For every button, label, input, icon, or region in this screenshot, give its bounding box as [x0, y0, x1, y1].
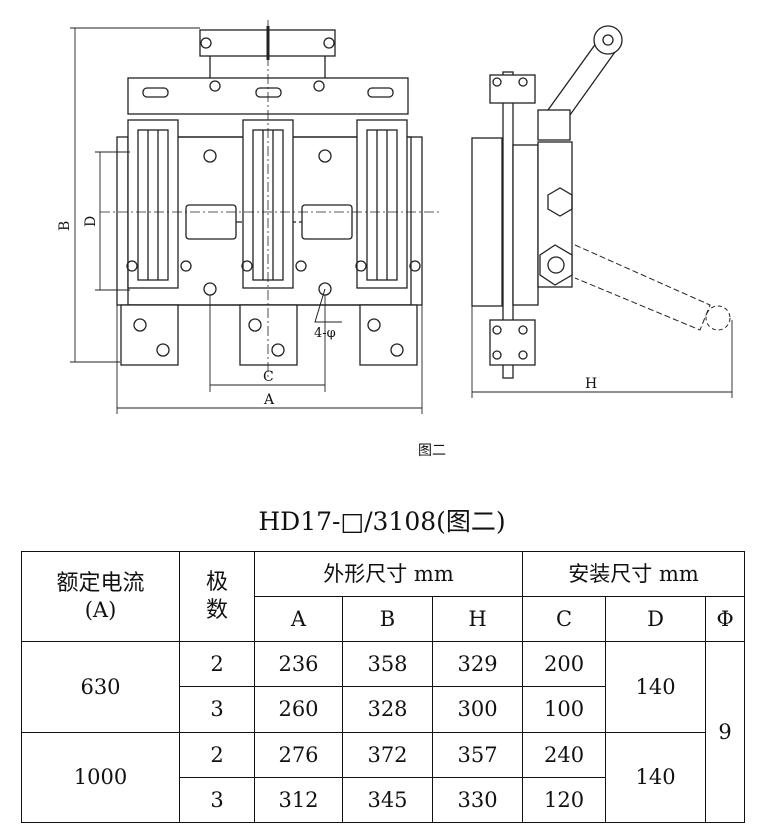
table-row: 3 260 328 300 100: [22, 686, 745, 733]
mount-hole: [203, 149, 217, 163]
cell-b: 358: [342, 641, 433, 688]
cell-h: 329: [431, 641, 524, 688]
cell-poles: 2: [179, 731, 255, 778]
table-row: 1000 2 276 372 357 240 140: [21, 731, 745, 824]
cell-a: 276: [254, 731, 343, 778]
side-view: [471, 25, 731, 379]
cell-h: 300: [431, 686, 524, 733]
cell-h: 357: [431, 731, 524, 778]
cell-poles: 3: [179, 686, 255, 733]
cell-d: 140: [605, 641, 707, 733]
pole-3: [355, 119, 421, 366]
header-col-a: A: [254, 596, 343, 643]
table-row: 630 2 236 358 329 200 140 9: [21, 641, 746, 823]
cell-h: 330: [431, 776, 524, 824]
cell-c: 120: [522, 776, 607, 824]
cell-a: 312: [254, 776, 343, 824]
header-col-c: C: [522, 596, 607, 643]
cell-poles: 2: [179, 641, 255, 688]
cell-b: 372: [342, 731, 433, 778]
header-col-b: B: [342, 596, 433, 643]
header-install: 安装尺寸 mm: [522, 550, 746, 598]
dim-label-a: A: [263, 392, 275, 408]
cell-b: 345: [342, 776, 433, 824]
table-row: 3 312 345 330 120: [22, 776, 745, 824]
dim-label-b: B: [57, 221, 73, 231]
cell-c: 100: [522, 686, 607, 733]
header-col-h: H: [431, 596, 524, 643]
dimension-labels: B D C A H 4-φ: [57, 216, 597, 408]
front-view: [100, 20, 440, 380]
spec-table: 额定电流 (A) 极 数 外形尺寸 mm 安装尺寸 mm A B H C D Φ…: [21, 550, 746, 824]
dim-label-h: H: [585, 376, 597, 392]
dim-label-c: C: [263, 369, 274, 385]
dimensions: [70, 27, 733, 414]
technical-drawing: B D C A H 4-φ: [57, 20, 733, 414]
cell-a: 260: [254, 686, 343, 733]
cell-b: 328: [342, 686, 433, 733]
figure-caption: 图二: [418, 443, 446, 459]
header-poles: 极 数: [179, 550, 255, 643]
dim-label-holes: 4-φ: [314, 326, 336, 341]
header-outline: 外形尺寸 mm: [253, 550, 524, 598]
cell-a: 236: [254, 641, 343, 688]
dim-label-d: D: [83, 216, 99, 227]
header-col-phi: Φ: [705, 596, 746, 643]
cell-c: 240: [522, 731, 607, 778]
pole-1: [120, 119, 192, 366]
cell-c: 200: [522, 641, 607, 688]
mount-hole: [318, 149, 332, 163]
cell-poles: 3: [179, 776, 255, 824]
header-current: 额定电流 (A): [21, 550, 180, 643]
cell-d: 140: [605, 731, 707, 824]
header-col-d: D: [605, 596, 707, 643]
cell-current: 630: [21, 641, 180, 733]
table-title: HD17-□/3108(图二): [258, 507, 506, 536]
cell-phi: 9: [705, 641, 746, 823]
cell-current: 1000: [21, 731, 180, 824]
